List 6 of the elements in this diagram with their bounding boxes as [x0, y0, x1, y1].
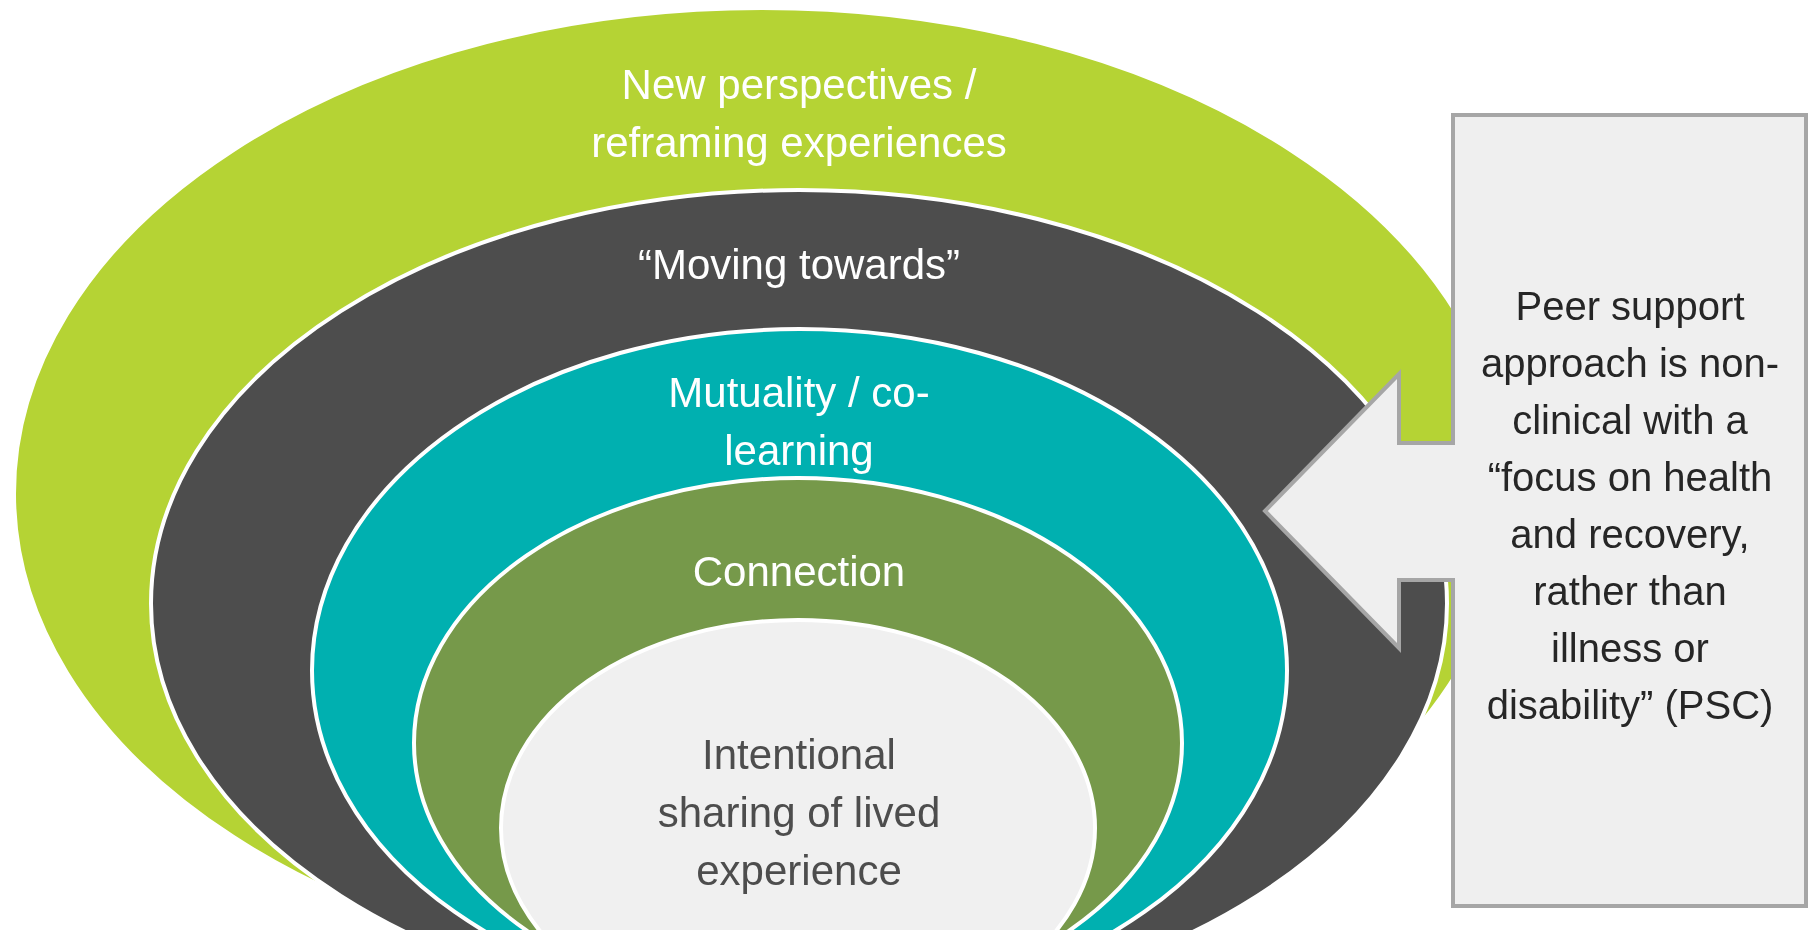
band-label: Intentional sharing of lived experience: [656, 730, 942, 896]
callout-text: Peer support approach is non-clinical with a “focus on health and recovery, rather than illness or disability” (PSC): [1480, 283, 1780, 729]
band-label: New perspectives / reframing experiences: [590, 60, 1008, 168]
band-label: Connection: [691, 547, 907, 597]
band-label: “Moving towards”: [636, 240, 962, 290]
band-label: Mutuality / co-learning: [667, 368, 931, 476]
